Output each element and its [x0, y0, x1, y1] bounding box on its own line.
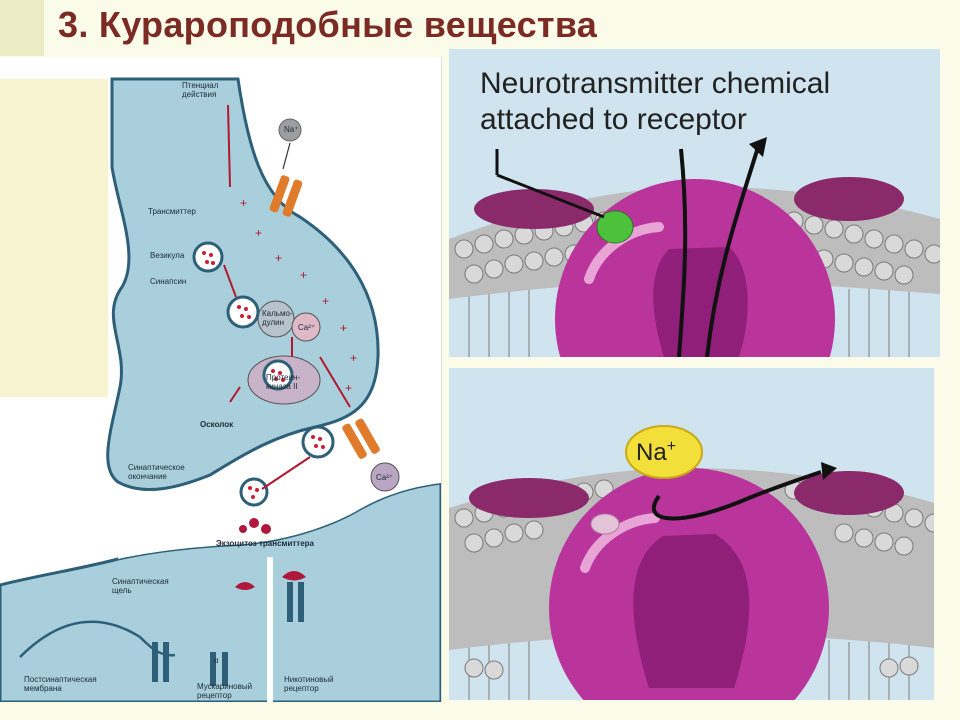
label-vesicle: Везикула — [150, 251, 185, 260]
label-synaptic-ending: Синаптическое окончание — [128, 463, 185, 481]
receptor-bound-illustration — [449, 49, 940, 357]
transmitter-dots — [202, 251, 325, 499]
title-accent-tab — [0, 0, 44, 56]
title-bar: 3. Курароподобные вещества — [0, 0, 960, 56]
label-nicotinic-receptor: Никотиновый рецептор — [284, 675, 334, 693]
label-synapsin: Синапсин — [150, 277, 187, 286]
membrane-charges: + + + + + + + + — [240, 196, 357, 395]
svg-text:+: + — [322, 294, 329, 308]
receptor-bound-panel: Neurotransmitter chemical attached to re… — [449, 49, 940, 357]
label-postsynaptic-membrane: Постсинаптическая мембрана — [24, 675, 97, 693]
label-ca-inside: Ca²⁺ — [298, 323, 316, 332]
ion-flow-arrowhead — [821, 462, 837, 480]
na-arrow — [282, 142, 291, 170]
background-receptor-right — [794, 471, 904, 515]
ion-channel-illustration — [449, 368, 934, 700]
vesicles — [192, 241, 335, 507]
receptor-pore — [633, 534, 750, 688]
sodium-ion-label: Na+ — [636, 438, 676, 467]
svg-text:+: + — [275, 251, 282, 265]
receptor-highlight — [580, 513, 660, 573]
synapse-diagram: + + + + + + + + — [0, 77, 441, 702]
background-receptor-left — [474, 189, 594, 229]
label-alpha: α — [214, 656, 219, 665]
flow-arrow-1 — [677, 148, 688, 357]
sodium-channel — [269, 175, 303, 217]
svg-text:+: + — [350, 351, 357, 365]
svg-text:+: + — [255, 226, 262, 240]
svg-text:+: + — [240, 196, 247, 210]
ca-outside-circle — [370, 462, 400, 492]
flow-arrow-2 — [705, 143, 761, 357]
neurotransmitter-caption: Neurotransmitter chemical attached to re… — [480, 67, 831, 136]
ligand-ball — [596, 210, 634, 244]
presynaptic-terminal — [106, 77, 380, 491]
svg-text:+: + — [300, 268, 307, 282]
label-synaptic-cleft: Синаптическая щель — [112, 577, 169, 595]
ion-channel-panel: Na+ — [449, 368, 934, 700]
slide-title: 3. Курароподобные вещества — [58, 4, 598, 45]
sodium-ion-circle — [625, 425, 703, 479]
label-ca-outside: Ca²⁺ — [376, 473, 394, 482]
released-ligand — [590, 513, 620, 535]
label-protein-kinase: Протеин- киназа II — [266, 373, 301, 391]
sodium-ion-charge: + — [666, 438, 677, 455]
svg-text:+: + — [345, 381, 352, 395]
synapse-diagram-panel: + + + + + + + + Птенциал действия Na⁺ Трансми… — [0, 57, 442, 702]
calcium-channel — [342, 418, 380, 459]
na-ion-circle — [278, 118, 302, 142]
lipid-tails — [468, 638, 910, 700]
label-na: Na⁺ — [284, 125, 299, 134]
background-receptor-left — [469, 478, 589, 518]
label-exocytosis: Экзоцитоз трансмиттера — [216, 539, 314, 548]
receptor-shapes — [152, 582, 304, 686]
exocytosis-droplets — [235, 518, 306, 590]
ca-inside-circle — [291, 312, 321, 342]
receptor-pore — [653, 247, 748, 357]
cream-background-strip — [0, 79, 108, 397]
label-fragment: Осколок — [200, 420, 234, 429]
caption-pointer-diagonal — [496, 173, 605, 219]
label-muscarinic-receptor: Мускариновый рецептор — [197, 682, 253, 700]
synaptic-cleft-gap — [112, 431, 441, 559]
pathway-arrows — [223, 104, 351, 490]
label-calmodulin: Кальмо- дулин — [262, 309, 293, 327]
label-transmitter: Трансмиттер — [148, 207, 196, 216]
background-receptor-right — [794, 177, 904, 221]
flow-arrowhead — [749, 137, 767, 157]
svg-text:+: + — [340, 321, 347, 335]
label-action-potential: Птенциал действия — [182, 81, 219, 99]
ion-flow-arrow — [651, 470, 822, 521]
sodium-ion-symbol: Na — [636, 439, 667, 466]
postsynaptic-fold — [19, 620, 176, 658]
